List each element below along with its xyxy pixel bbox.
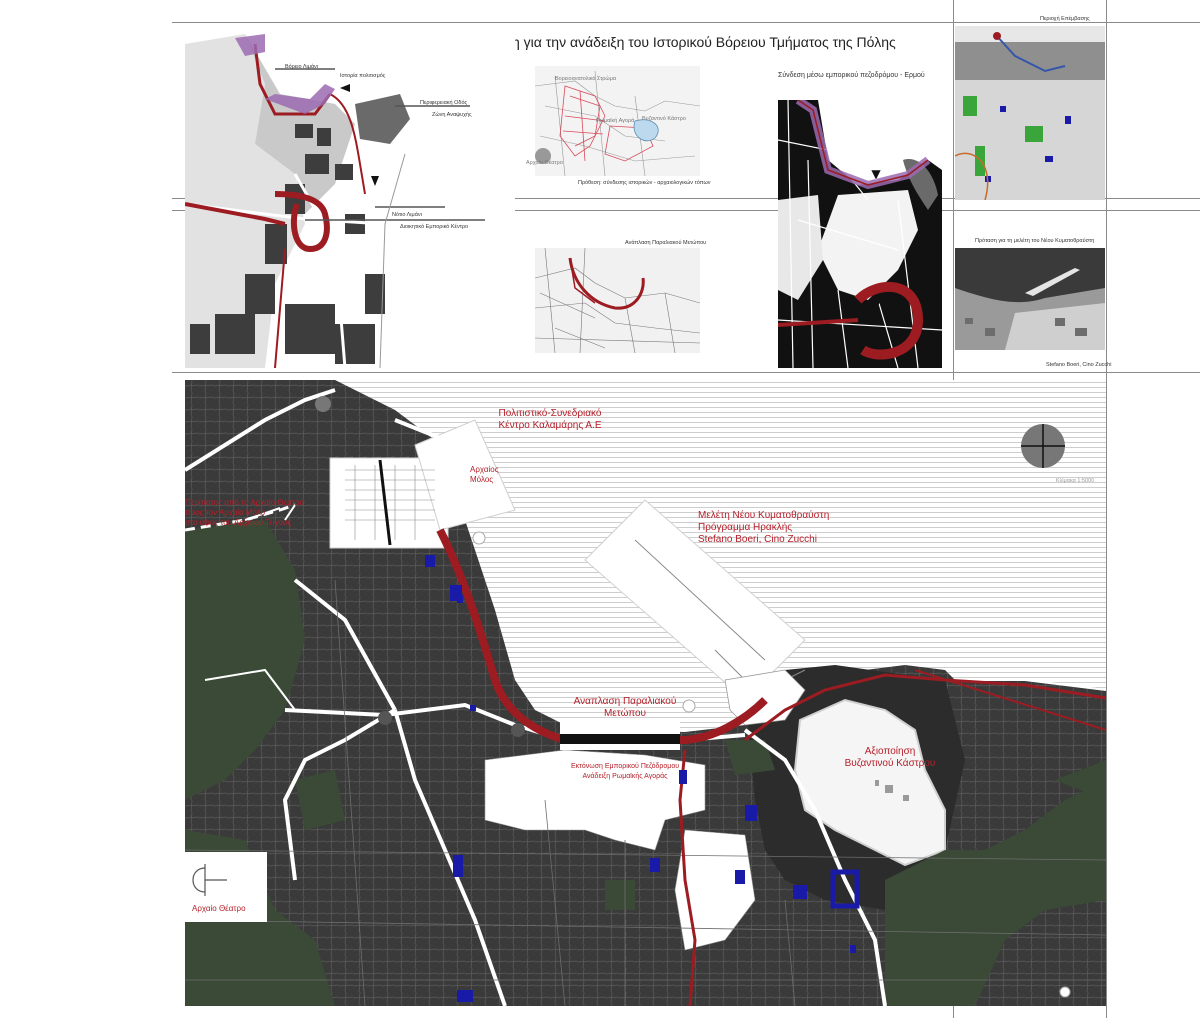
frame-line-top [172, 22, 1200, 23]
label-market: Εκτόνωση Εμπορικού Πεζόδρομου Ανάδειξη Ρ… [570, 763, 680, 780]
center-sketch-top [535, 66, 700, 176]
sketch-caption-bottom: Ανάπλαση Παραλιακού Μετώπου [625, 240, 707, 246]
frame-line-mid [172, 198, 1200, 199]
top-left-map [185, 24, 515, 368]
center-sketch-bottom-svg [535, 248, 700, 353]
frame-line-lower [172, 372, 1200, 373]
breakwater-photo [955, 248, 1105, 350]
far-right-thumb-svg [955, 26, 1105, 200]
label-theatre: Αρχαίο Θέατρο [192, 904, 246, 913]
sketch-label-b: Βυζαντινό Κάστρο [642, 116, 686, 122]
breakwater-caption: Πρόταση για τη μελέτη του Νέου Κυματοθρα… [975, 238, 1095, 244]
label-castle: Αξιοποίηση Βυζαντινού Κάστρου [844, 746, 936, 769]
scale-label: Κλίμακα 1:5000 [1056, 478, 1095, 484]
right-map [778, 100, 942, 368]
frame-line-mid2 [172, 210, 1200, 211]
label-waterfront: Αναπλαση Παραλιακού Μετώπου [573, 696, 677, 719]
main-map [185, 380, 1106, 1006]
far-right-thumb-map [955, 26, 1105, 200]
breakwater-credit: Stefano Boeri, Cino Zucchi [1046, 362, 1112, 368]
label-regional-road: Περιφερειακή Οδός [420, 100, 468, 106]
right-map-svg [778, 100, 942, 368]
top-left-map-svg [185, 24, 515, 368]
label-cultural-center: Πολιτιστικό-Συνεδριακό Κέντρο Καλαμάρης … [498, 408, 602, 431]
label-ancient-mole: Αρχαίος Μόλος [470, 465, 499, 484]
label-north-port: Βόρειο Λιμάνι [285, 64, 319, 70]
label-breakwater: Μελέτη Νέου Κυματοθραύστη Πρόγραμμα Ηρακ… [698, 510, 830, 545]
right-map-caption: Σύνδεση μέσω εμπορικού πεζοδρόμου - Ερμο… [778, 72, 925, 79]
sketch-label-a: Βορειοανατολικό Στρώμα [555, 76, 617, 82]
center-sketch-top-svg [535, 70, 700, 176]
sketch-label-c: Ρωμαϊκή Αγορά [596, 118, 635, 124]
center-sketch-bottom [535, 248, 700, 353]
label-admin-center: Διοικητικό Εμπορικό Κέντρο [400, 224, 469, 230]
page-title: Πρόταση για την ανάδειξη του Ιστορικού Β… [464, 34, 896, 50]
label-south-port: Νότιο Λιμάνι [392, 212, 422, 218]
breakwater-photo-svg [955, 248, 1105, 350]
intervention-area-label: Περιοχή Επέμβασης [1040, 16, 1090, 22]
sketch-label-d: Αρχαίο Θέατρο [526, 160, 563, 166]
label-walk: Περίπατος από το Αρχαίο Θέατρο προς τον … [185, 498, 304, 527]
label-green-zone: Ζώνη Αναψυχής [432, 112, 472, 118]
frame-line-right2 [1106, 0, 1107, 1018]
main-map-svg [185, 380, 1106, 1006]
label-history-museum: Ιστορία πολιτισμός [340, 73, 386, 79]
sketch-caption-top: Πρόθεση: σύνδεσης ιστορικών - αρχαιολογι… [578, 180, 711, 186]
